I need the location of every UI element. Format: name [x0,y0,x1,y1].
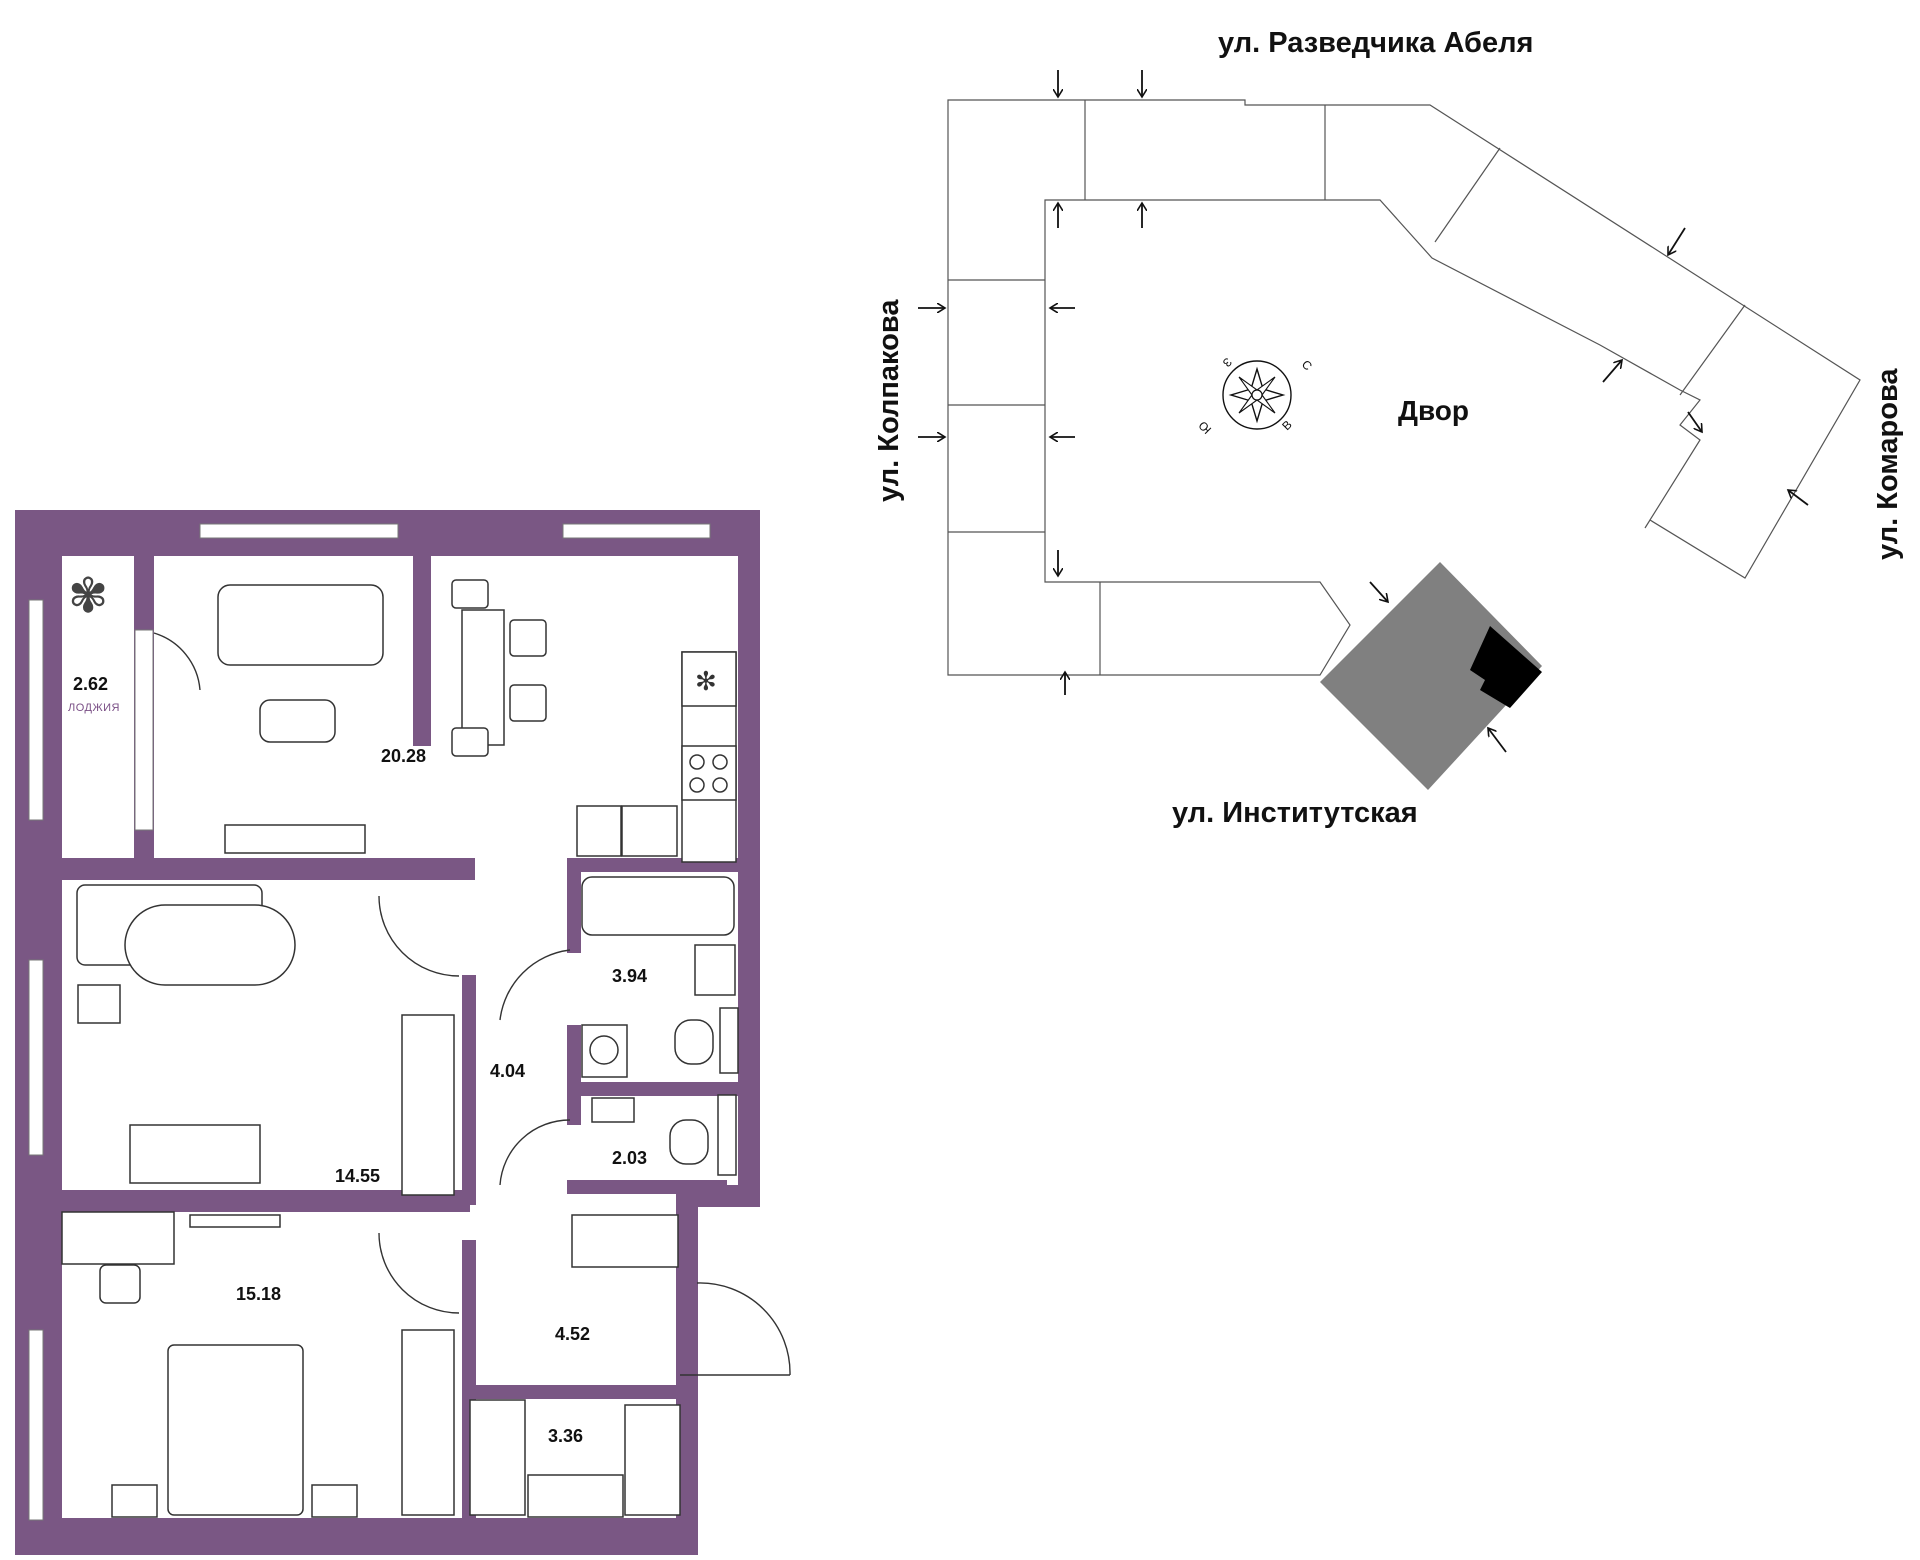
nightstand-icon [77,984,121,1024]
toilet-2-icon [669,1119,709,1165]
toilet-sink-icon [591,1097,635,1123]
nightstand-3-icon [311,1484,358,1518]
chair-icon [99,1264,141,1304]
tv-icon [189,1214,281,1228]
compass-east: В [1279,418,1295,434]
highlighted-block[interactable] [1320,562,1542,790]
floor-plan: ✻ ✾ [15,510,791,1555]
compass: С В Ю З [1196,355,1315,437]
street-north: ул. Разведчика Абеля [1218,27,1533,59]
street-west: ул. Колпакова [873,299,905,502]
courtyard-label: Двор [1398,395,1469,426]
compass-west: З [1220,355,1235,370]
toilet-icon [674,1019,714,1065]
stove-icon [681,745,737,801]
compass-south: Ю [1196,418,1214,436]
coffee-table-icon [259,699,336,743]
loggia-area: 2.62 [73,674,108,694]
street-south: ул. Институтская [1172,797,1418,829]
living-furniture: ✻ ✾ [68,568,737,863]
bedroom-2-furniture [61,1211,455,1518]
wardrobe-icon [401,1014,455,1196]
hall-area: 4.52 [555,1324,590,1344]
apartment-marker[interactable] [1470,626,1542,708]
building-sections [948,100,1746,675]
plant-icon: ✾ [68,568,108,624]
sofa-icon [217,584,384,666]
bathtub-icon [581,876,735,936]
fridge-icon [681,651,737,707]
bedroom-2-area: 15.18 [236,1284,281,1304]
site-plan: С В Ю З ул. Разведчика Абеля ул. Колпако… [873,27,1904,829]
nightstand-2-icon [111,1484,158,1518]
rug-icon [124,904,296,986]
street-east: ул. Комарова [1872,368,1904,560]
bathroom-furniture [581,876,739,1176]
loggia-label: ЛОДЖИЯ [68,702,120,714]
toilet-area: 2.03 [612,1148,647,1168]
closet-2-icon [624,1404,681,1516]
bedroom-1-area: 14.55 [335,1166,380,1186]
doors [153,632,791,1376]
tv-stand-icon [224,824,366,854]
shelf-icon [527,1474,624,1518]
desk-2-icon [61,1211,175,1265]
hall-furniture [469,1214,681,1518]
walls [15,510,760,1555]
dining-table-icon [461,609,505,746]
living-kitchen-area: 20.28 [381,746,426,766]
kitchen-cabinet [576,805,622,857]
sink-icon [694,944,736,996]
compass-north: С [1299,357,1315,373]
wardrobe-area: 3.36 [548,1426,583,1446]
desk-icon [129,1124,261,1184]
bedroom-1-furniture [76,884,455,1196]
corridor-area: 4.04 [490,1061,525,1081]
kitchen-sink-icon [621,805,678,857]
bed-icon [167,1344,304,1516]
bathroom-area: 3.94 [612,966,647,986]
snowflake-icon: ✻ [695,667,717,697]
wardrobe-2-icon [401,1329,455,1516]
shoe-rack-icon [571,1214,679,1268]
closet-icon [469,1399,526,1516]
building-outline [947,99,1861,676]
entrance-arrows [918,70,1809,753]
